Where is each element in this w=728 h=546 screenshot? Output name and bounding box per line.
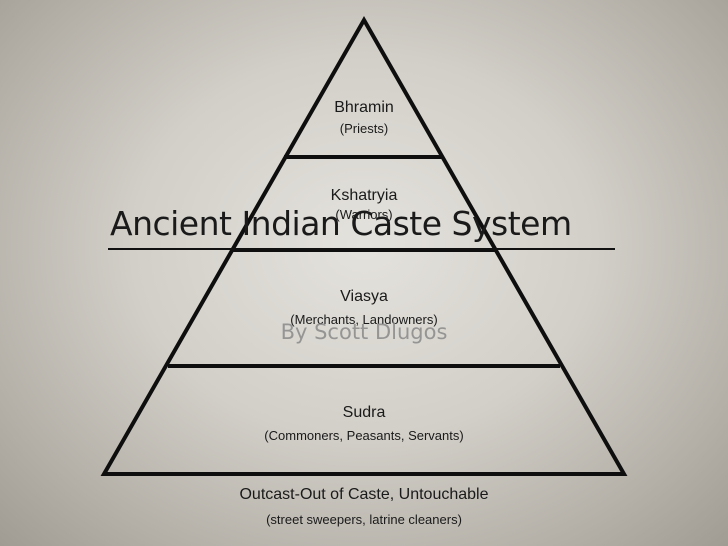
pyramid-outline: [100, 15, 628, 476]
outcast-desc: (street sweepers, latrine cleaners): [266, 512, 462, 527]
level-kshatriya-desc: (Warriors): [335, 207, 393, 222]
level-vaishya-desc: (Merchants, Landowners): [290, 312, 438, 327]
slide-title: Ancient Indian Caste System: [110, 204, 572, 243]
level-brahmin-name: Bhramin: [334, 99, 394, 116]
outcast-name: Outcast-Out of Caste, Untouchable: [239, 486, 489, 503]
level-kshatriya-name: Kshatryia: [330, 187, 398, 204]
level-vaishya-name: Viasya: [340, 288, 388, 305]
level-sudra-desc: (Commoners, Peasants, Servants): [264, 428, 464, 443]
title-underline: [108, 248, 615, 250]
level-sudra-name: Sudra: [342, 404, 386, 421]
slide-subtitle: By Scott Dlugos: [280, 320, 448, 344]
level-brahmin-desc: (Priests): [339, 121, 389, 136]
